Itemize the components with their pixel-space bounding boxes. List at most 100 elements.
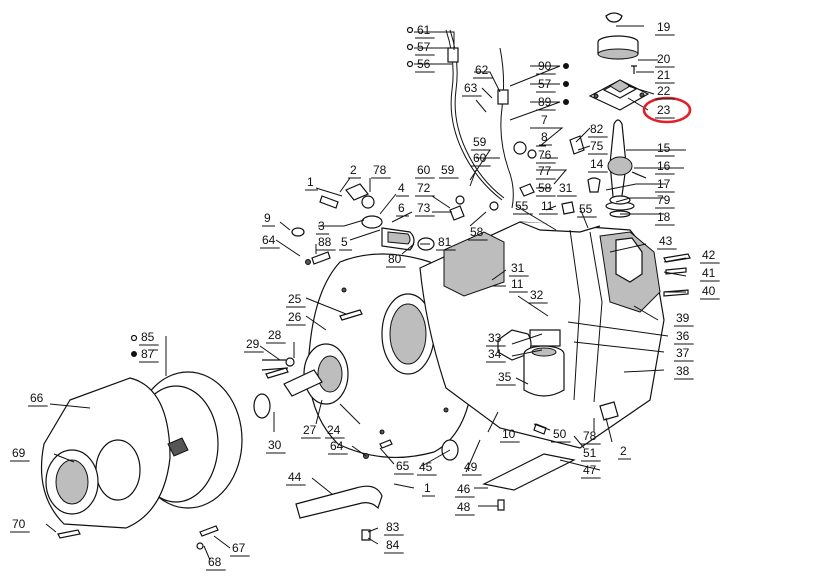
- part-label: 35: [498, 370, 512, 384]
- part-label: 57: [538, 77, 552, 91]
- part-label: 15: [657, 141, 671, 155]
- part-label: 56: [417, 57, 431, 71]
- part-label: 60: [417, 163, 431, 177]
- part-label: 11: [541, 199, 554, 213]
- part-label: 64: [330, 439, 344, 453]
- upper-small-parts: [291, 135, 631, 265]
- part-label: 84: [386, 538, 400, 552]
- part-label: 44: [288, 470, 302, 484]
- part-label: 6: [398, 201, 405, 215]
- part-label: 14: [590, 157, 604, 171]
- part-label: 76: [538, 148, 552, 162]
- part-label: 79: [657, 193, 671, 207]
- part-label: 67: [232, 541, 246, 555]
- highlighted-part-label: 23: [657, 103, 671, 117]
- part-label: 16: [657, 159, 671, 173]
- gear-lever: [605, 119, 647, 218]
- part-label: 47: [583, 463, 597, 477]
- part-label: 87: [141, 347, 155, 361]
- part-label: 70: [12, 517, 26, 531]
- part-label: 63: [464, 81, 478, 95]
- part-label: 33: [488, 331, 502, 345]
- part-label: 55: [579, 202, 593, 216]
- part-label: 83: [386, 520, 400, 534]
- part-label: 27: [303, 423, 317, 437]
- part-label: 40: [702, 284, 716, 298]
- part-label: 57: [417, 40, 431, 54]
- part-label: 2: [620, 444, 627, 458]
- part-label: 65: [396, 459, 410, 473]
- part-label: 34: [488, 347, 502, 361]
- part-label: 31: [559, 181, 573, 195]
- gasket: [482, 453, 576, 491]
- part-label: 75: [590, 139, 604, 153]
- lower-fasteners: [57, 253, 691, 550]
- part-label: 89: [538, 95, 552, 109]
- part-label: 11: [511, 277, 524, 291]
- input-flange: [253, 343, 349, 419]
- part-label: 85: [141, 330, 155, 344]
- part-label: 25: [288, 292, 302, 306]
- part-label: 24: [327, 423, 341, 437]
- part-label: 82: [590, 122, 604, 136]
- label-underlines: [10, 34, 720, 571]
- cap-assembly: [588, 12, 650, 111]
- part-label: 50: [553, 427, 567, 441]
- part-label: 36: [676, 329, 690, 343]
- part-label: 41: [702, 266, 716, 280]
- leader-lines: [45, 25, 687, 561]
- part-label: 78: [583, 429, 597, 443]
- part-label: 3: [318, 219, 325, 233]
- part-label: 59: [441, 163, 455, 177]
- gearbox-housing: [419, 221, 665, 449]
- part-label: 4: [398, 181, 405, 195]
- part-label: 80: [388, 252, 402, 266]
- part-label: 10: [502, 427, 516, 441]
- part-label: 69: [12, 446, 26, 460]
- part-label: 58: [538, 181, 552, 195]
- part-label: 2: [350, 163, 357, 177]
- part-label: 77: [538, 164, 552, 178]
- control-cables: [445, 29, 514, 209]
- part-label: 62: [475, 63, 489, 77]
- part-label: 38: [676, 364, 690, 378]
- part-label: 39: [676, 311, 690, 325]
- part-label: 20: [657, 52, 671, 66]
- part-label: 81: [438, 235, 452, 249]
- part-label: 45: [419, 460, 433, 474]
- part-label: 7: [541, 113, 548, 127]
- part-label: 72: [417, 181, 431, 195]
- part-label: 51: [583, 446, 597, 460]
- part-label: 1: [424, 481, 431, 495]
- filter-cartridge: [523, 345, 565, 397]
- part-label: 90: [538, 59, 552, 73]
- part-label: 46: [457, 482, 471, 496]
- clutch-disc-assembly: [40, 371, 243, 529]
- part-label: 88: [318, 235, 332, 249]
- part-label: 58: [470, 225, 484, 239]
- part-label: 19: [657, 20, 671, 34]
- part-label: 49: [464, 460, 478, 474]
- part-label: 68: [208, 555, 222, 569]
- part-label: 59: [473, 135, 487, 149]
- part-label: 55: [515, 199, 529, 213]
- part-label: 8: [541, 130, 548, 144]
- part-label: 26: [288, 310, 302, 324]
- highlight-circle: [642, 96, 692, 124]
- part-label: 5: [341, 235, 348, 249]
- part-label: 18: [657, 210, 671, 224]
- part-label: 21: [657, 68, 671, 82]
- part-label: 31: [511, 261, 525, 275]
- part-label: 66: [30, 391, 44, 405]
- part-label: 73: [417, 201, 431, 215]
- part-label: 1: [307, 175, 314, 189]
- part-label: 43: [659, 234, 673, 248]
- part-label: 48: [457, 500, 471, 514]
- part-label: 42: [702, 248, 716, 262]
- pipe: [295, 485, 383, 519]
- part-label: 30: [268, 438, 282, 452]
- part-label: 64: [262, 233, 276, 247]
- part-label: 22: [657, 84, 671, 98]
